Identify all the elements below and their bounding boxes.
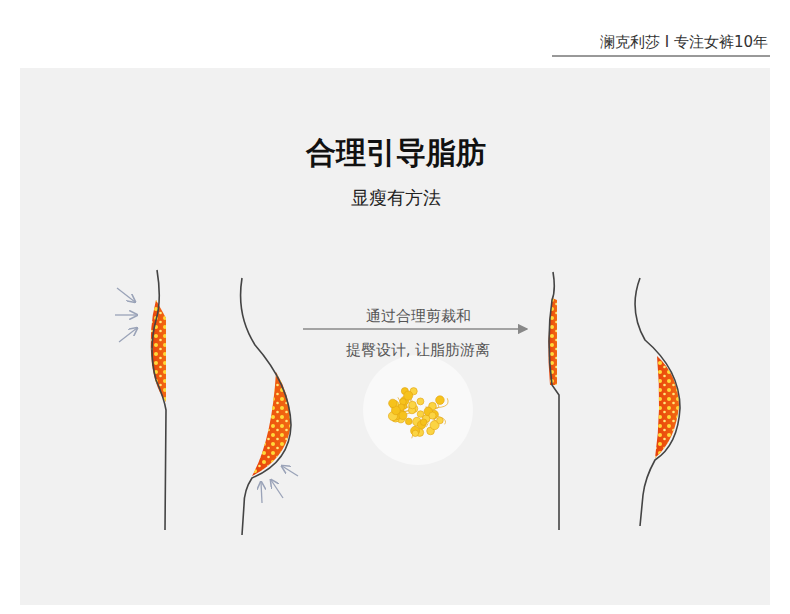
arrow-note: 通过合理剪裁和 xyxy=(366,307,471,325)
title: 合理引导脂肪 xyxy=(306,135,486,171)
arrow-note: 提臀设计, 让脂肪游离 xyxy=(346,341,491,359)
brand-tagline: 澜克利莎 I 专注女裤10年 xyxy=(600,33,768,51)
subtitle: 显瘦有方法 xyxy=(351,187,441,209)
